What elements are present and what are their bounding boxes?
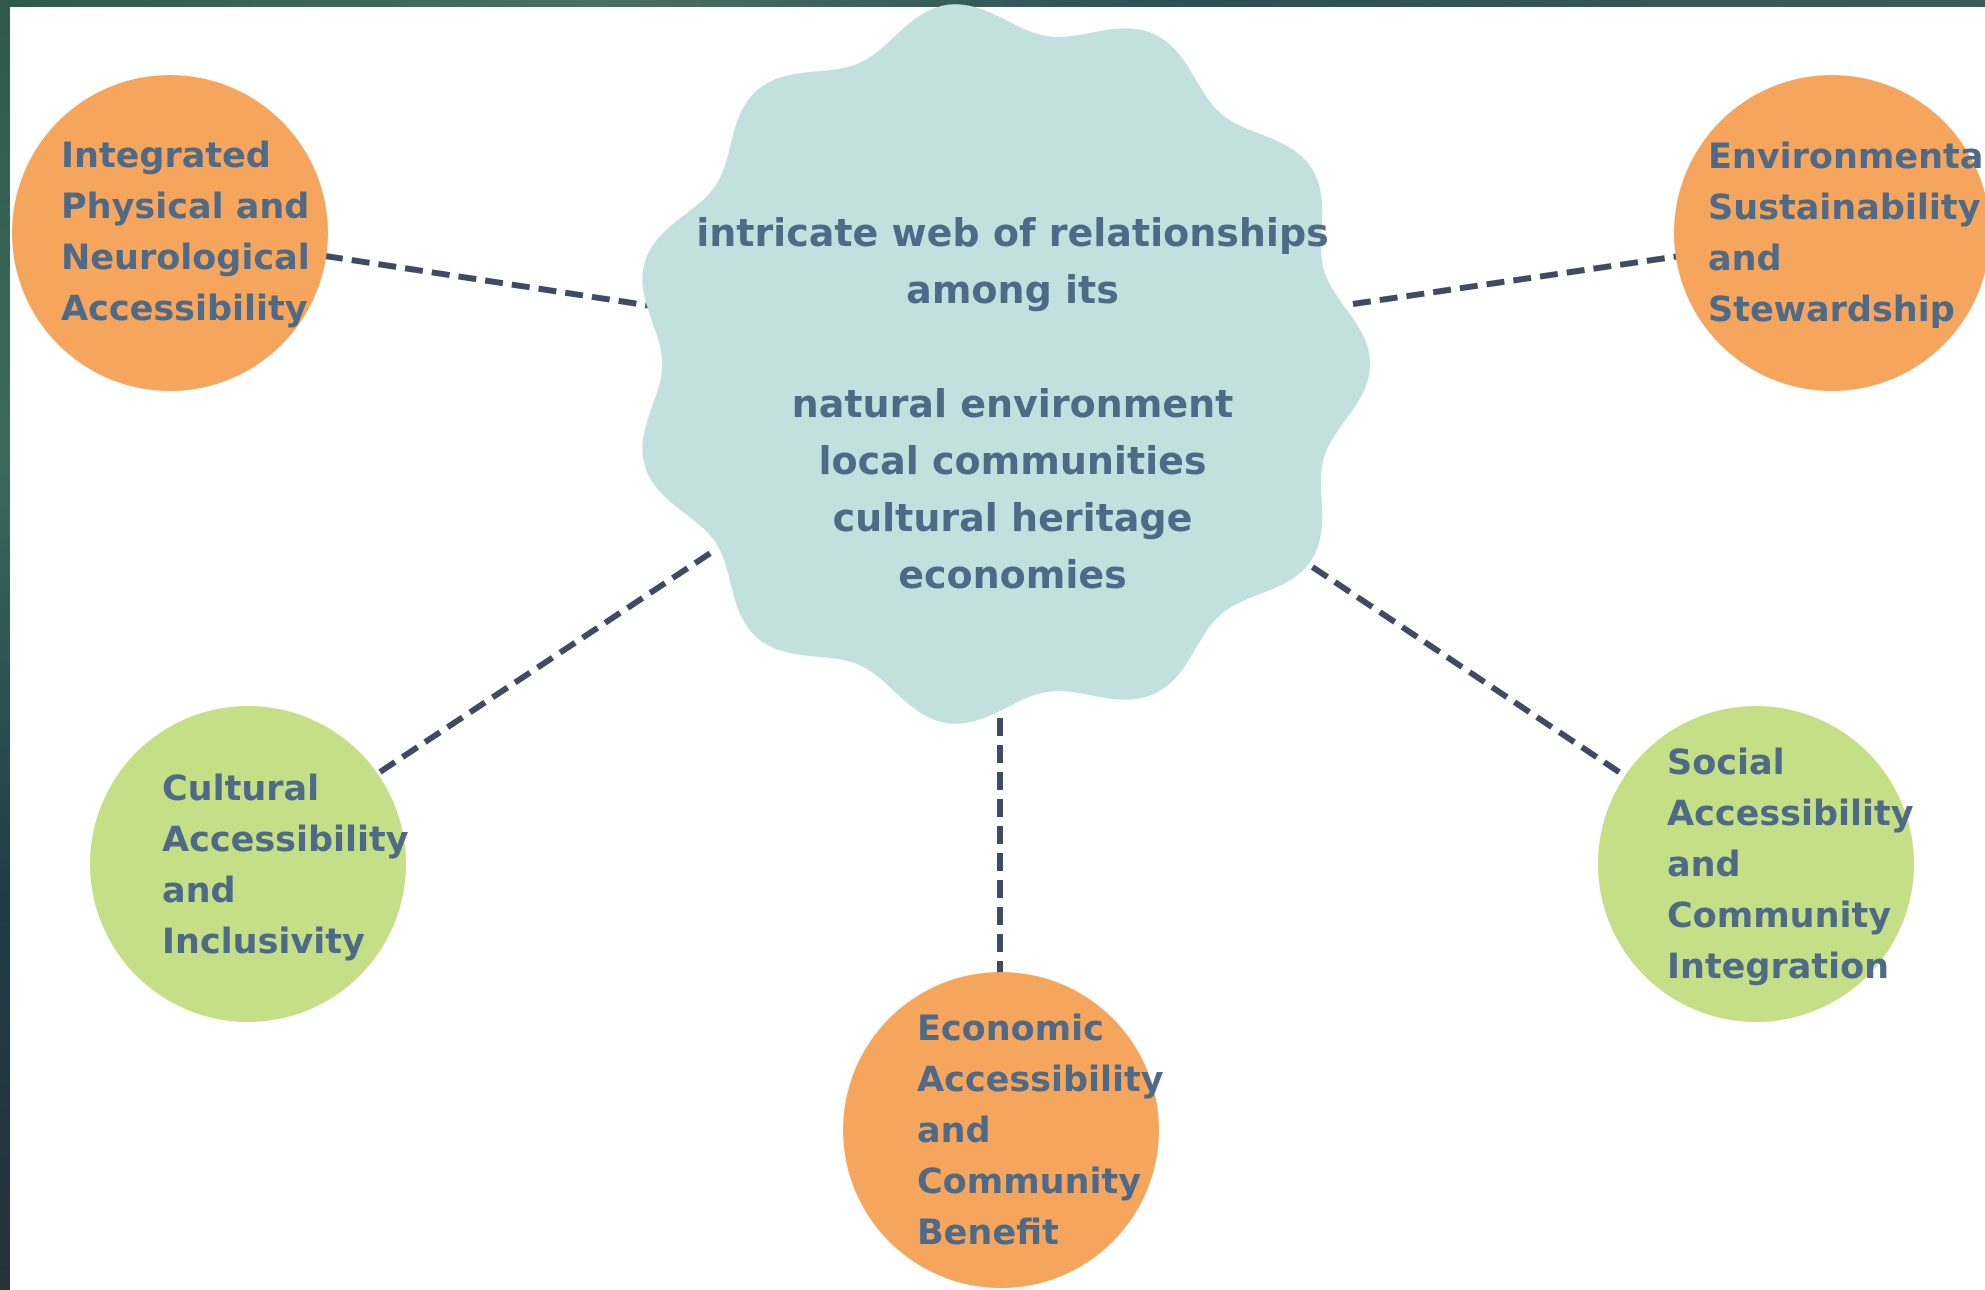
node-circle-social: [1598, 706, 1914, 1022]
connector-physical-neurological: [324, 253, 653, 309]
center-line-4: local communities: [818, 439, 1207, 483]
connector-social: [1288, 549, 1627, 779]
node-label-physical-neurological: Integrated Physical and Neurological Acc…: [61, 136, 310, 329]
center-text: intricate web of relationships among its…: [655, 205, 1370, 604]
center-line-6: economies: [898, 553, 1127, 597]
node-label-economic: Economic Accessibility and Community Ben…: [917, 1009, 1164, 1253]
node-label-environmental: Environmental Sustainability and Steward…: [1708, 137, 1985, 330]
node-label-cultural: Cultural Accessibility and Inclusivity: [162, 769, 409, 962]
center-line-2: among its: [906, 268, 1119, 312]
background-strip-top: [0, 0, 1985, 7]
center-line-5: cultural heritage: [832, 496, 1193, 540]
node-circle-environmental: [1674, 75, 1985, 391]
node-circle-cultural: [90, 706, 406, 1022]
background-strip-left: [0, 0, 10, 1290]
node-circle-economic: [843, 972, 1159, 1288]
center-cloud-shape: [642, 4, 1371, 724]
connector-environmental: [1352, 253, 1681, 307]
center-line-gap: [655, 319, 1370, 376]
connector-cultural: [378, 549, 714, 775]
center-line-1: intricate web of relationships: [696, 211, 1329, 255]
node-circle-physical-neurological: [12, 75, 328, 391]
center-line-3: natural environment: [791, 382, 1234, 426]
node-label-social: Social Accessibility and Community Integ…: [1667, 743, 1914, 987]
